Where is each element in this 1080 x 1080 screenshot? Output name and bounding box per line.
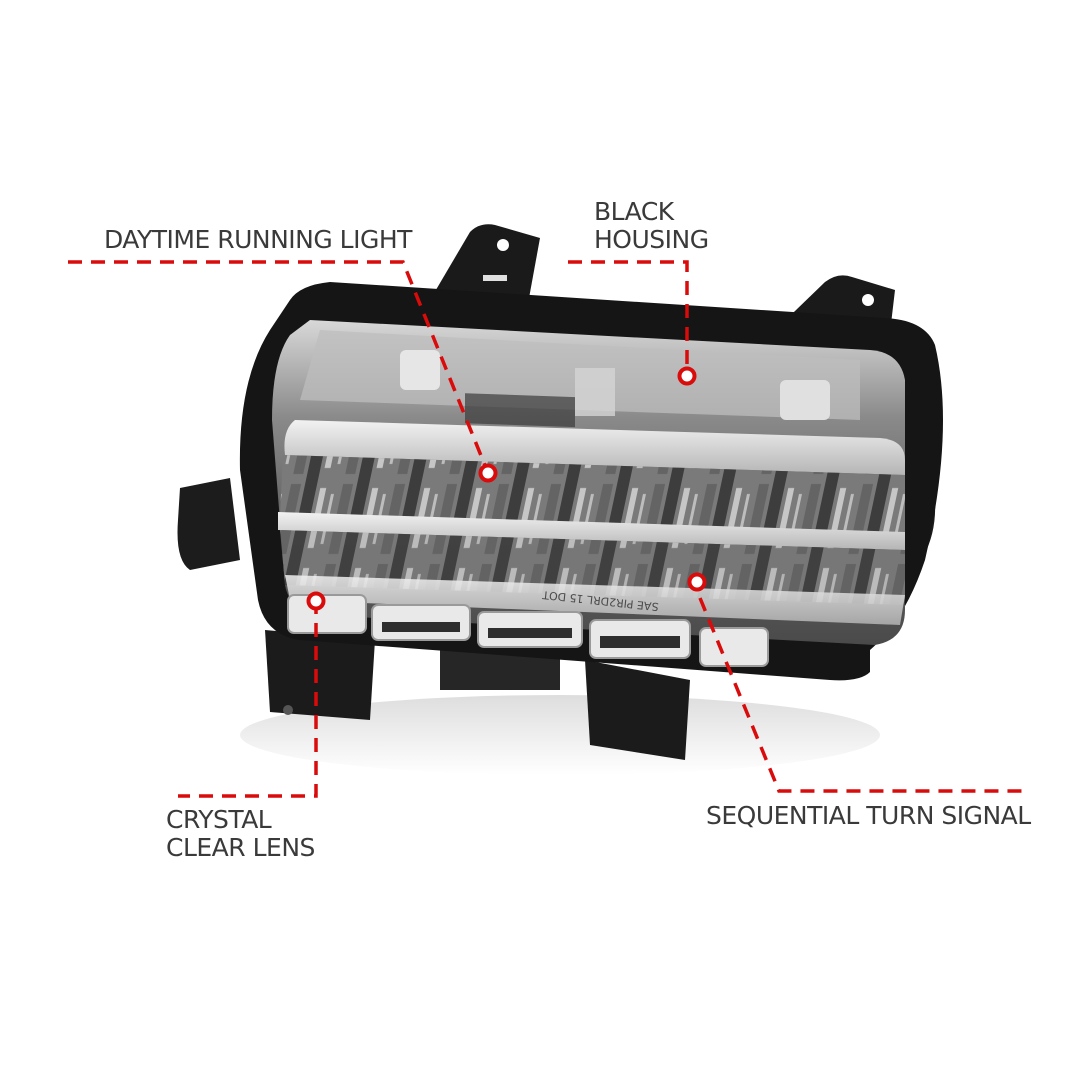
callout-text: SEQUENTIAL TURN SIGNAL — [706, 801, 1031, 830]
callout-text: DAYTIME RUNNING LIGHT — [104, 225, 412, 254]
callout-label-daytime-running-light: DAYTIME RUNNING LIGHT — [104, 226, 412, 254]
callout-text-line-1: BLACK — [594, 197, 674, 226]
callout-label-sequential-turn-signal: SEQUENTIAL TURN SIGNAL — [706, 802, 1031, 830]
callout-label-black-housing: BLACK HOUSING — [594, 198, 709, 254]
callout-label-crystal-clear-lens: CRYSTAL CLEAR LENS — [166, 806, 315, 862]
callout-text-line-2: HOUSING — [594, 225, 709, 254]
callout-text-line-2: CLEAR LENS — [166, 833, 315, 862]
callout-text-line-1: CRYSTAL — [166, 805, 272, 834]
